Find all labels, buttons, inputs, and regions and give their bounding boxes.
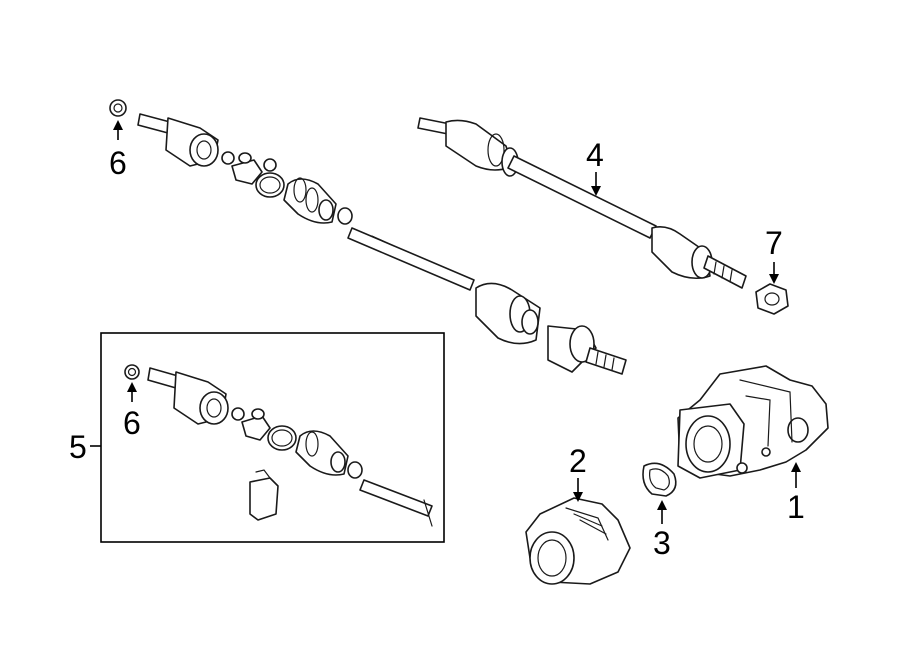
- callout-2: 2: [569, 443, 587, 479]
- callout-7: 7: [765, 225, 783, 261]
- callout-1: 1: [787, 489, 805, 525]
- callout-6-top: 6: [109, 145, 127, 181]
- axle-shaft: [347, 227, 475, 291]
- hex-nut: [755, 283, 789, 315]
- callout-leaders: [90, 120, 801, 524]
- callout-4: 4: [586, 137, 604, 173]
- callout-6-kit: 6: [123, 405, 141, 441]
- halfshaft-assembly: [417, 117, 747, 289]
- differential-cover: [525, 497, 631, 585]
- cv-joint-kit: [124, 364, 433, 527]
- callout-5: 5: [69, 429, 87, 465]
- axle-shaft-assembly-upper: [109, 99, 627, 375]
- callout-3: 3: [653, 525, 671, 561]
- grease-packet: [249, 477, 279, 521]
- seal-ring: [109, 99, 127, 117]
- gasket: [642, 462, 677, 497]
- kit-box: [100, 332, 445, 543]
- differential-housing: [677, 365, 829, 479]
